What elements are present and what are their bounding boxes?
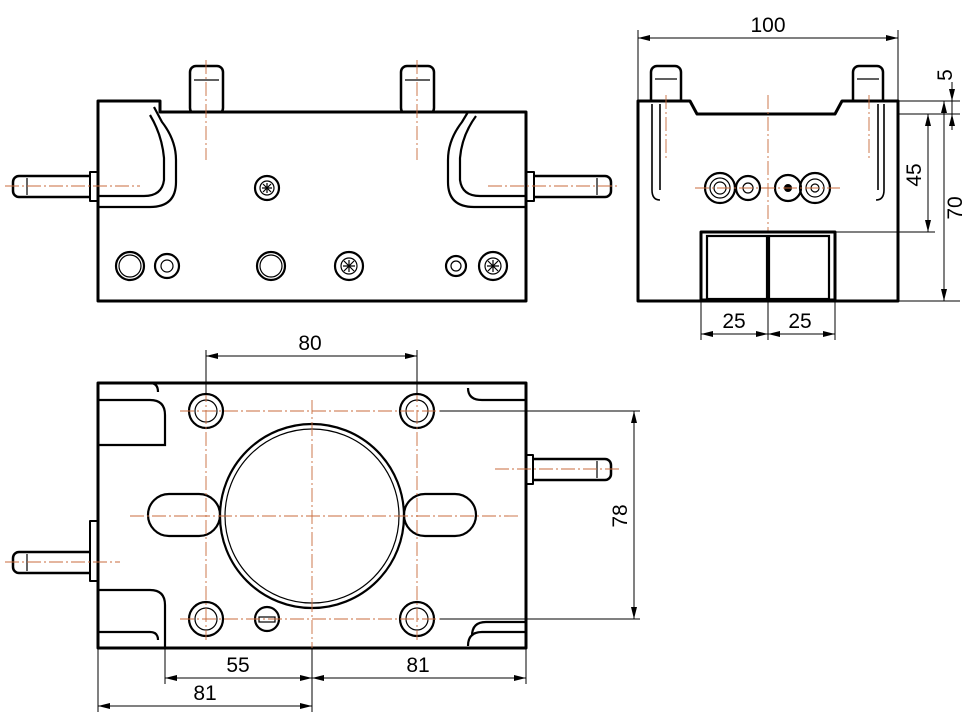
dim-100: 100 xyxy=(750,14,785,37)
dim-80: 80 xyxy=(298,332,321,355)
dim-45: 45 xyxy=(903,163,926,186)
front-side-pin-right xyxy=(522,171,613,202)
front-top-pin-right xyxy=(399,64,436,116)
top-side-pin-right xyxy=(522,454,613,485)
front-view xyxy=(5,60,620,303)
front-top-pin-left xyxy=(188,64,225,116)
dimension-lines xyxy=(97,30,960,712)
side-view xyxy=(636,64,900,303)
front-body-outline xyxy=(96,99,528,303)
dim-25-left: 25 xyxy=(722,310,745,333)
front-recess-left xyxy=(98,106,178,209)
top-slot-left xyxy=(146,492,222,538)
front-recess-right xyxy=(446,111,526,209)
front-connector-center xyxy=(253,174,281,202)
dim-25-right: 25 xyxy=(788,310,811,333)
top-slot-right xyxy=(402,492,478,538)
front-hole-row xyxy=(114,250,509,282)
dim-5: 5 xyxy=(934,69,957,81)
dim-81-bottom: 81 xyxy=(193,682,216,705)
dim-55: 55 xyxy=(226,654,249,677)
dimension-labels: 100 5 45 70 25 25 80 78 55 81 81 xyxy=(193,14,967,705)
top-view xyxy=(5,381,620,660)
dim-81-right: 81 xyxy=(406,654,429,677)
front-side-pin-left xyxy=(11,171,102,202)
dim-70: 70 xyxy=(944,196,967,219)
side-pin-right xyxy=(851,64,885,108)
top-side-pin-left xyxy=(11,520,102,582)
side-pockets xyxy=(699,230,837,302)
dim-78: 78 xyxy=(609,504,632,527)
